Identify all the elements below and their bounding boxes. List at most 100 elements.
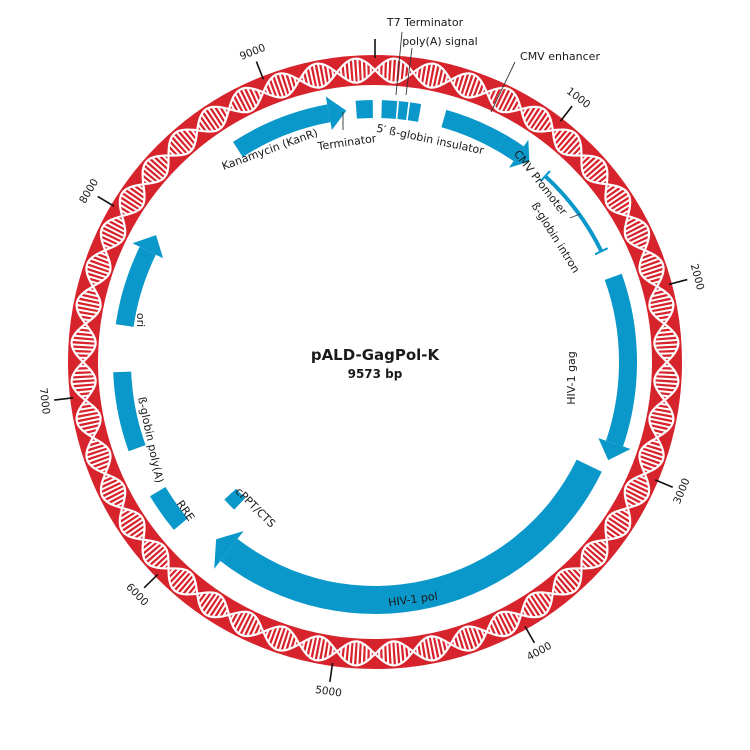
helix-rung (398, 60, 403, 82)
helix-rung (89, 280, 99, 285)
helix-rung (430, 64, 438, 88)
tick-mark (97, 195, 115, 207)
feature-globin-intron-cap (539, 170, 551, 183)
tick-label: 9000 (238, 42, 267, 63)
helix-rung (390, 641, 394, 666)
feature-label: ori (134, 313, 147, 327)
tick-mark (329, 662, 334, 682)
helix-rung (264, 629, 270, 638)
helix-rung (106, 221, 126, 233)
helix-rung (229, 102, 236, 112)
helix-rung (605, 522, 624, 537)
helix-rung (475, 81, 483, 97)
helix-rung (321, 639, 328, 660)
helix-rung (650, 303, 674, 311)
helix-rung (200, 592, 215, 611)
helix-rung (557, 573, 575, 593)
feature-label: HIV-1 gag (565, 351, 578, 405)
helix-rung (120, 209, 129, 216)
helix-rung (203, 110, 219, 131)
backbone-ring (68, 55, 682, 669)
helix-rung (624, 224, 647, 238)
helix-rung (426, 63, 434, 87)
feature-label: cPPT/CTS (233, 485, 278, 530)
helix-rung (462, 73, 472, 97)
feature-hiv-1-pol-head (214, 530, 244, 569)
helix-rung (304, 638, 311, 654)
helix-rung (531, 110, 547, 131)
helix-rung (283, 73, 292, 94)
helix-rung (419, 642, 424, 659)
helix-rung (509, 97, 519, 113)
helix-rung (462, 627, 472, 651)
feature-cppt-cts (224, 488, 246, 510)
helix-rung (652, 409, 673, 416)
helix-rung (351, 58, 356, 83)
helix-rung (386, 59, 390, 81)
helix-rung (475, 627, 483, 643)
helix-rung (106, 491, 126, 503)
helix-rung (87, 261, 111, 271)
helix-rung (553, 128, 566, 143)
feature-ori (115, 246, 156, 327)
helix-rung (581, 156, 599, 173)
helix-rung (78, 313, 95, 318)
helix-rung (488, 625, 494, 635)
helix-rung (419, 65, 424, 82)
helix-rung (356, 641, 360, 666)
helix-rung (657, 330, 674, 335)
helix-rung (625, 216, 635, 223)
helix-rung (251, 620, 260, 636)
feature-label: CMV enhancer (520, 50, 600, 63)
feature-cmv-enhancer (441, 109, 507, 151)
helix-rung (110, 496, 126, 506)
helix-rung (655, 313, 672, 318)
helix-rung (504, 611, 516, 631)
helix-rung (76, 413, 100, 421)
helix-rung (651, 280, 661, 285)
helix-rung (308, 66, 316, 88)
helix-rung (455, 634, 462, 650)
helix-rung (293, 638, 298, 648)
helix-rung (237, 90, 251, 113)
helix-rung (650, 413, 674, 421)
helix-rung (198, 591, 210, 606)
helix-rung (270, 626, 280, 647)
helix-rung (639, 457, 660, 467)
helix-rung (509, 611, 519, 627)
helix-rung (616, 203, 631, 214)
helix-rung (546, 123, 553, 132)
helix-rung (640, 462, 656, 470)
helix-rung (386, 643, 390, 665)
helix-rung (402, 63, 407, 80)
helix-rung (156, 155, 169, 168)
helix-rung (77, 299, 101, 307)
helix-rung (83, 426, 99, 433)
helix-rung (600, 539, 608, 547)
feature-globin-intron (543, 174, 604, 253)
helix-rung (237, 611, 251, 634)
helix-rung (110, 218, 126, 228)
helix-rung (147, 159, 167, 177)
helix-rung (611, 198, 631, 212)
leader-line (490, 61, 516, 113)
tick-mark (524, 625, 536, 644)
helix-rung (172, 134, 190, 154)
helix-rung (231, 97, 241, 113)
helix-rung (119, 198, 139, 212)
leader-line (405, 47, 413, 96)
helix-rung (72, 347, 94, 351)
feature-cmv-promoter (497, 135, 524, 162)
feature-t7-terminator (397, 101, 409, 120)
helix-rung (83, 291, 99, 298)
helix-rung (488, 89, 494, 99)
helix-rung (643, 270, 664, 279)
helix-rung (351, 641, 356, 666)
tick-label: 8000 (77, 177, 101, 206)
feature-hiv-1-pol (220, 459, 602, 615)
helix-rung (624, 486, 647, 500)
helix-rung (402, 644, 407, 661)
helix-rung (76, 303, 100, 311)
helix-rung (360, 59, 364, 81)
helix-rung (642, 251, 651, 257)
